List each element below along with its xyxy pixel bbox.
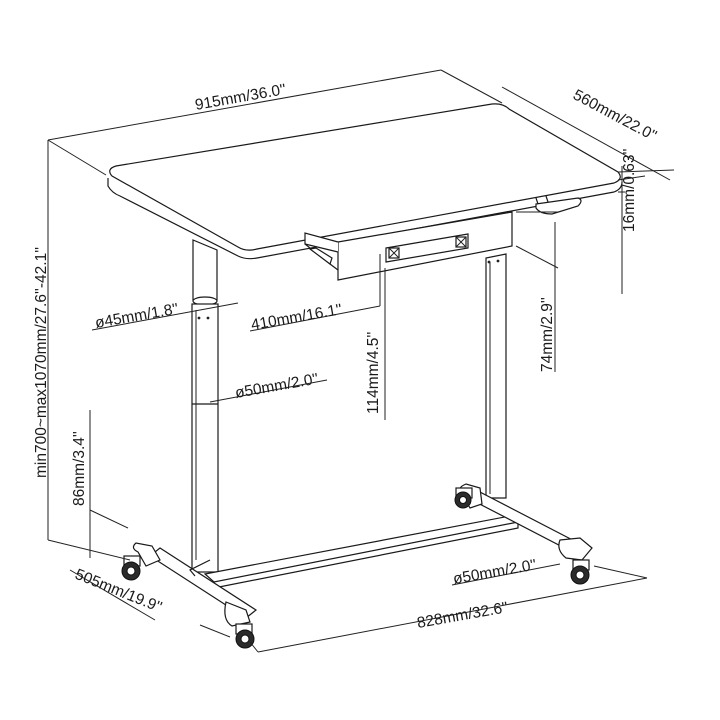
width-label: 915mm/36.0'' — [194, 81, 288, 114]
drawer-depth-label: 114mm/4.5'' — [365, 332, 382, 414]
caster-rear-left — [235, 623, 255, 649]
desk-top-edge — [107, 178, 623, 260]
caster-height-label: 86mm/3.4'' — [71, 431, 88, 506]
left-column — [191, 239, 219, 573]
right-column — [485, 253, 507, 499]
foot-tube-label: ø50mm/2.0'' — [452, 557, 538, 588]
desk-top — [109, 103, 621, 251]
column-lower-label: ø50mm/2.0'' — [234, 371, 320, 402]
caster-front-right — [570, 559, 590, 585]
right-foot — [459, 483, 593, 561]
caster-back-right — [454, 487, 473, 509]
drawer-height-label: 74mm/2.9'' — [539, 297, 556, 372]
desk-illustration — [107, 103, 623, 649]
height-range-label: min700~max1070mm/27.6''-42.1'' — [33, 247, 50, 478]
depth-label: 560mm/22.0'' — [570, 87, 659, 145]
left-foot — [132, 542, 258, 627]
base-width-label: 828mm/32.6'' — [416, 599, 510, 632]
top-thickness-label: 16mm/0.63'' — [621, 149, 638, 232]
dimension-lines — [47, 69, 675, 653]
drawer — [304, 211, 513, 281]
column-upper-label: ø45mm/1.8'' — [94, 301, 180, 332]
base-depth-label: 505mm/19.9'' — [73, 566, 165, 616]
drawer-width-label: 410mm/16.1'' — [250, 301, 344, 334]
control-handset — [535, 197, 582, 215]
caster-front-left — [121, 555, 141, 581]
